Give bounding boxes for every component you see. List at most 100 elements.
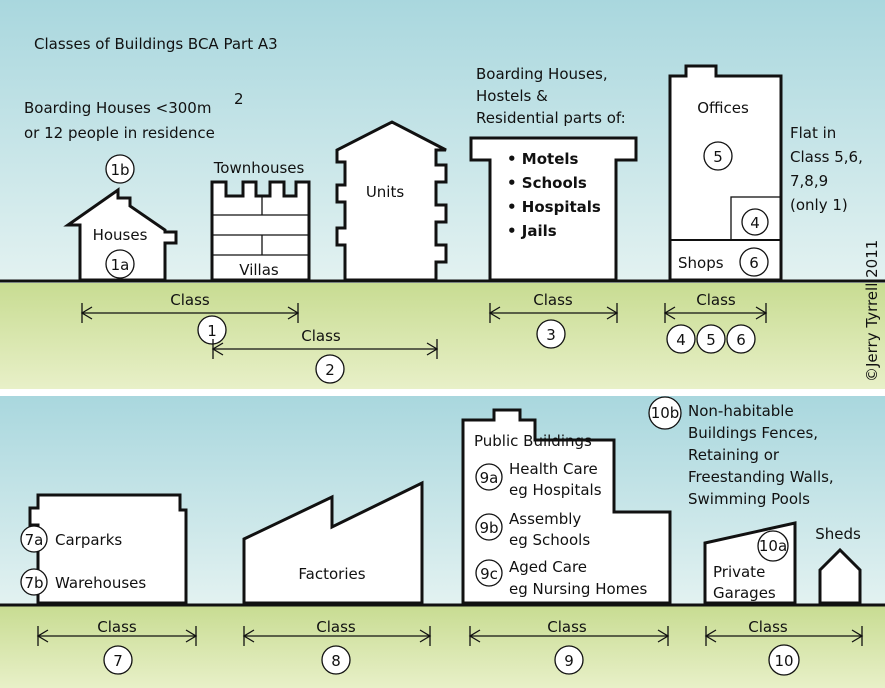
non-habitable-line2: Buildings Fences, — [688, 424, 818, 442]
health-care-line1: Health Care — [509, 460, 598, 478]
assembly-line2: eg Schools — [509, 531, 590, 549]
flat-note-line1: Flat in — [790, 124, 836, 142]
badge-4: 4 — [750, 214, 760, 232]
class-9-number: 9 — [564, 652, 574, 670]
villas-label: Villas — [239, 261, 279, 279]
badge-6-circle — [739, 247, 769, 277]
copyright-notice: ©Jerry Tyrrell 2011 — [863, 240, 881, 382]
badge-9b-circle — [475, 513, 503, 541]
non-habitable-line5: Swimming Pools — [688, 490, 810, 508]
aged-care-line1: Aged Care — [509, 558, 587, 576]
badge-9c-circle — [475, 559, 503, 587]
badge-7b: 7b — [24, 574, 43, 592]
badge-5-circle — [703, 141, 733, 171]
panel-separator — [0, 389, 885, 396]
units-building — [335, 120, 448, 282]
factories-label: Factories — [298, 565, 365, 583]
badge-9c: 9c — [480, 565, 498, 583]
houses-label: Houses — [93, 226, 148, 244]
badge-10a-circle — [757, 530, 789, 562]
boarding-large-line2: Hostels & — [476, 87, 548, 105]
class-8-circle — [321, 645, 351, 675]
bottom-grass — [0, 606, 885, 688]
offices-label: Offices — [697, 99, 749, 117]
badge-9b: 9b — [479, 519, 498, 537]
class-1-circle — [197, 315, 227, 345]
flat-note-line4: (only 1) — [790, 196, 848, 214]
class-3-number: 3 — [546, 326, 556, 344]
warehouses-label: Warehouses — [55, 574, 146, 592]
class-2-bracket — [211, 339, 439, 359]
flat-note-line3: 7,8,9 — [790, 172, 828, 190]
non-habitable-line4: Freestanding Walls, — [688, 468, 834, 486]
factory-building — [242, 480, 424, 605]
class-4-number: 4 — [676, 331, 686, 349]
class-7-number: 7 — [113, 652, 123, 670]
class-1-number: 1 — [207, 322, 217, 340]
shops-label: Shops — [678, 254, 724, 272]
class-3-circle — [536, 319, 566, 349]
class-456-bracket — [663, 303, 768, 323]
residential-hospitals: • Hospitals — [507, 198, 601, 216]
diagram-title: Classes of Buildings BCA Part A3 — [34, 35, 278, 53]
badge-10b-circle — [648, 396, 682, 430]
class-2-number: 2 — [325, 361, 335, 379]
public-building — [461, 408, 672, 605]
class-8-bracket — [242, 626, 432, 646]
boarding-large-line3: Residential parts of: — [476, 109, 626, 127]
badge-7a-circle — [20, 525, 48, 553]
class-2-circle — [315, 354, 345, 384]
class-10-number: 10 — [774, 652, 793, 670]
class-4-circle — [666, 324, 696, 354]
assembly-line1: Assembly — [509, 510, 581, 528]
class-456-word: Class — [696, 291, 736, 309]
private-garages-line1: Private — [713, 563, 765, 581]
residential-jails: • Jails — [507, 222, 557, 240]
health-care-line2: eg Hospitals — [509, 481, 602, 499]
warehouse-building — [28, 493, 188, 605]
residential-motels: • Motels — [507, 150, 579, 168]
class-3-word: Class — [533, 291, 573, 309]
class-10-word: Class — [748, 618, 788, 636]
carparks-label: Carparks — [55, 531, 122, 549]
class-9-bracket — [468, 626, 670, 646]
class-8-number: 8 — [331, 652, 341, 670]
class-9-word: Class — [547, 618, 587, 636]
badge-9a: 9a — [480, 469, 499, 487]
badge-4-circle — [741, 208, 769, 236]
aged-care-line2: eg Nursing Homes — [509, 580, 647, 598]
badge-1b-circle — [105, 154, 135, 184]
residential-schools: • Schools — [507, 174, 587, 192]
class-8-word: Class — [316, 618, 356, 636]
class-6-number: 6 — [736, 331, 746, 349]
boarding-small-line1: Boarding Houses <300m — [24, 99, 211, 117]
flat-unit-box — [730, 196, 782, 241]
private-garages-line2: Garages — [713, 584, 776, 602]
badge-10a: 10a — [759, 537, 787, 555]
sheds-label: Sheds — [815, 525, 861, 543]
class-10-circle — [768, 644, 800, 676]
class-5-number: 5 — [706, 331, 716, 349]
badge-5: 5 — [713, 148, 723, 166]
class-5-circle — [696, 324, 726, 354]
badge-7a: 7a — [25, 531, 44, 549]
badge-7b-circle — [20, 568, 48, 596]
class-10-bracket — [704, 626, 864, 646]
class-7-bracket — [36, 626, 198, 646]
badge-6: 6 — [749, 254, 759, 272]
flat-note-line2: Class 5,6, — [790, 148, 863, 166]
shed-building — [818, 547, 862, 605]
public-buildings-label: Public Buildings — [474, 432, 592, 450]
class-6-circle — [726, 324, 756, 354]
units-label: Units — [366, 183, 405, 201]
class-7-circle — [103, 645, 133, 675]
non-habitable-line3: Retaining or — [688, 446, 780, 464]
townhouses-label: Townhouses — [213, 159, 305, 177]
class-1-word: Class — [170, 291, 210, 309]
badge-1a-circle — [105, 249, 135, 279]
class-7-word: Class — [97, 618, 137, 636]
house-building — [63, 187, 178, 282]
badge-10b: 10b — [651, 404, 680, 422]
